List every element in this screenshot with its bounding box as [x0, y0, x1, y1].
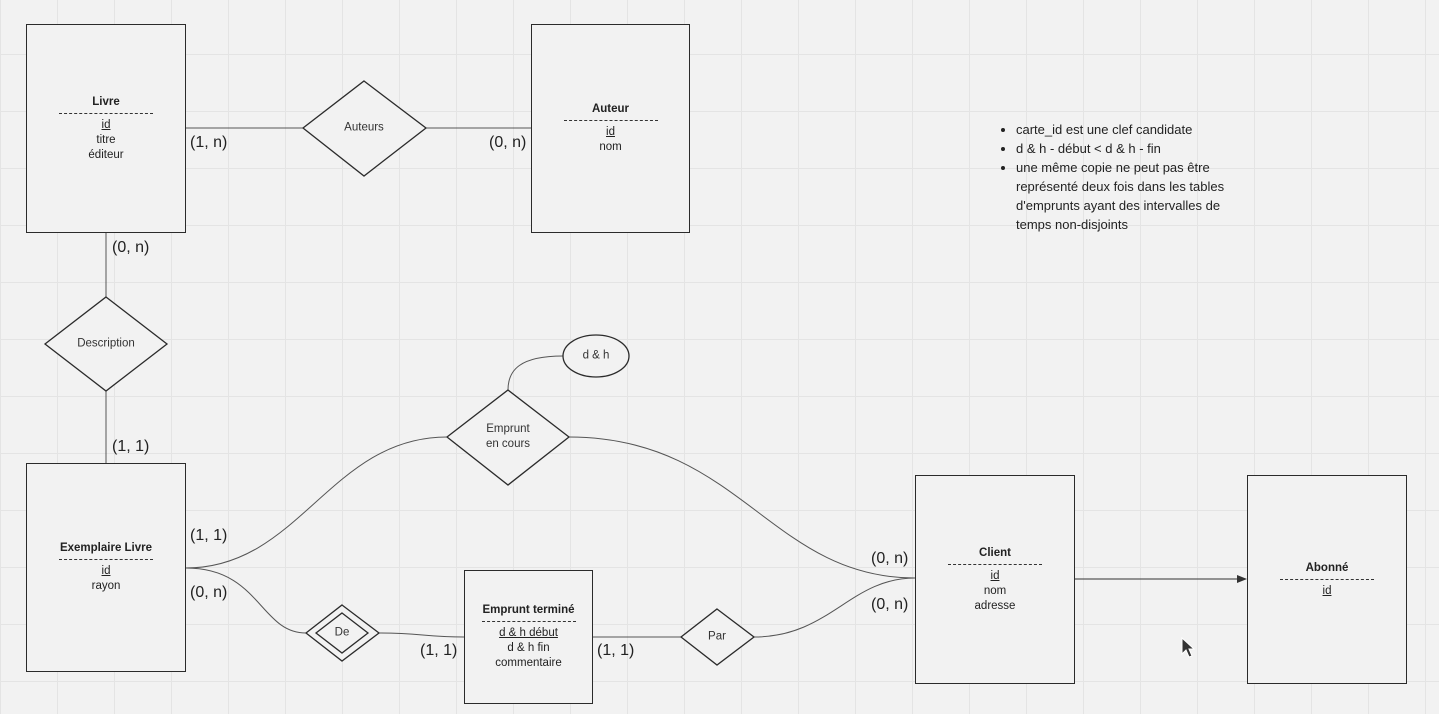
- entity-client-name: Client: [979, 546, 1011, 559]
- entity-livre-name: Livre: [92, 95, 120, 108]
- entity-abonne-separator: [1280, 578, 1374, 580]
- card-livre-description: (0, n): [112, 239, 150, 256]
- card-emprunt-termine-de: (1, 1): [420, 642, 458, 659]
- entity-abonne-attr-id: id: [1322, 584, 1332, 597]
- entity-livre[interactable]: Livre id titre éditeur: [26, 24, 186, 233]
- link-de-emprunt-termine: [378, 632, 465, 638]
- entity-client-separator: [948, 563, 1042, 565]
- link-par-client: [753, 577, 916, 638]
- attribute-dh-ellipse[interactable]: [562, 334, 630, 378]
- link-exemplaire-de: [185, 567, 307, 634]
- entity-auteur-name: Auteur: [591, 103, 630, 115]
- entity-client-attr-id: id: [990, 569, 1000, 582]
- card-auteur-auteurs: (0, n): [489, 134, 527, 151]
- attribute-dh-label: d & h: [582, 349, 610, 362]
- link-exemplaire-emprunt-en-cours: [185, 436, 448, 569]
- note-item: carte_id est une clef candidate: [1016, 120, 1256, 139]
- entity-emprunt-termine-separator: [481, 621, 576, 622]
- entity-auteur-separator: [563, 120, 658, 121]
- entity-livre-attr-id: id: [101, 118, 111, 131]
- entity-client-attr-nom: nom: [983, 584, 1007, 597]
- entity-emprunt-termine-attr-fin: d & h fin: [507, 642, 550, 654]
- entity-livre-attr-editeur: éditeur: [88, 148, 124, 161]
- card-livre-auteurs: (1, n): [190, 134, 228, 151]
- entity-client-attr-adresse: adresse: [974, 599, 1016, 612]
- entity-livre-separator: [59, 112, 153, 114]
- card-client-par: (0, n): [871, 596, 909, 613]
- card-exemplaire-de: (0, n): [190, 584, 228, 601]
- relation-emprunt-en-cours-label: Emprunt en cours: [485, 423, 531, 450]
- mouse-cursor-icon: [1181, 637, 1196, 658]
- entity-auteur-attr-nom: nom: [599, 141, 622, 153]
- entity-abonne-name: Abonné: [1305, 561, 1349, 574]
- entity-livre-attr-titre: titre: [96, 133, 116, 146]
- card-emprunt-termine-par: (1, 1): [597, 642, 635, 659]
- card-exemplaire-emprunt-en-cours: (1, 1): [190, 527, 228, 544]
- relation-emprunt-en-cours-diamond[interactable]: [445, 389, 571, 486]
- relation-auteurs-diamond[interactable]: [301, 80, 428, 177]
- entity-exemplaire-livre-attr-id: id: [101, 565, 111, 577]
- relation-description-label: Description: [77, 337, 135, 350]
- link-emprunt-en-cours-dh: [507, 355, 564, 391]
- entity-exemplaire-livre-name: Exemplaire Livre: [59, 542, 153, 554]
- relation-de-inner-diamond: [314, 612, 370, 654]
- entity-emprunt-termine-attr-commentaire: commentaire: [495, 657, 562, 669]
- link-emprunt-en-cours-client: [568, 436, 916, 579]
- relation-par-diamond[interactable]: [679, 608, 756, 666]
- entity-exemplaire-livre-separator: [59, 559, 153, 560]
- relation-auteurs-label: Auteurs: [344, 121, 384, 134]
- entity-exemplaire-livre-attr-rayon: rayon: [91, 580, 121, 592]
- relation-de-label: De: [334, 626, 350, 639]
- constraints-notes[interactable]: carte_id est une clef candidate d & h - …: [1000, 120, 1256, 234]
- entity-abonne[interactable]: Abonné id: [1247, 475, 1407, 684]
- entity-exemplaire-livre[interactable]: Exemplaire Livre id rayon: [26, 463, 186, 672]
- note-item: d & h - début < d & h - fin: [1016, 139, 1256, 158]
- entity-emprunt-termine[interactable]: Emprunt terminé d & h début d & h fin co…: [464, 570, 593, 704]
- entity-client[interactable]: Client id nom adresse: [915, 475, 1075, 684]
- relation-description-diamond[interactable]: [43, 296, 169, 392]
- card-exemplaire-description: (1, 1): [112, 438, 150, 455]
- entity-auteur-attr-id: id: [606, 126, 615, 138]
- entity-emprunt-termine-name: Emprunt terminé: [482, 604, 575, 616]
- entity-emprunt-termine-attr-debut: d & h début: [499, 627, 558, 639]
- relation-par-label: Par: [708, 630, 726, 643]
- entity-auteur[interactable]: Auteur id nom: [531, 24, 690, 233]
- note-item: une même copie ne peut pas être représen…: [1016, 158, 1256, 234]
- card-client-emprunt-en-cours: (0, n): [871, 550, 909, 567]
